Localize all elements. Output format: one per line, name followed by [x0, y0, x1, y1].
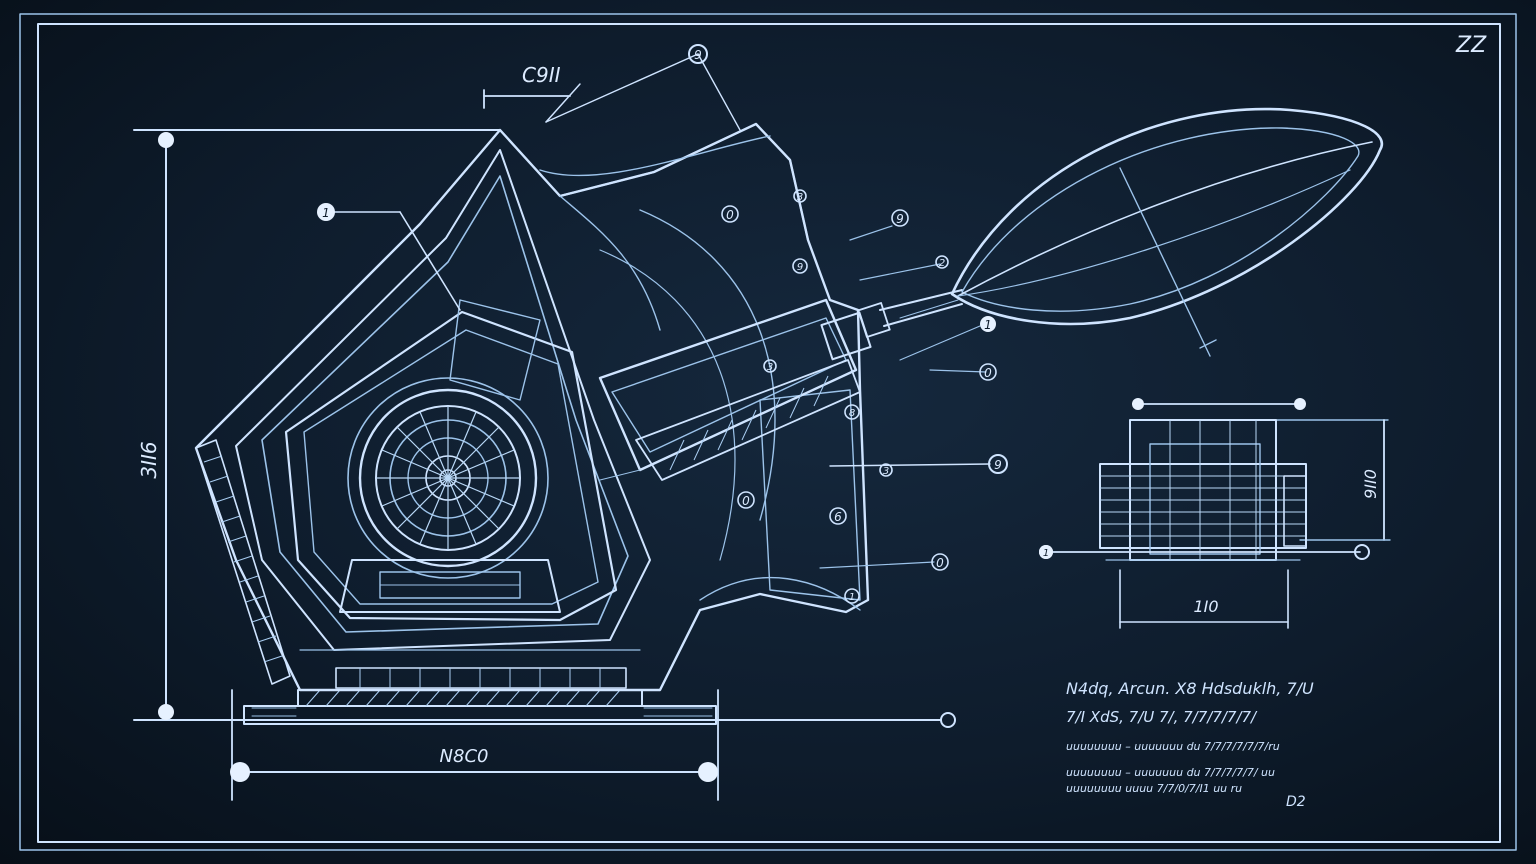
- note-line-1: N4dq, Arcun. X8 Hdsduklh, 7/U: [1066, 679, 1314, 698]
- note-line-6: D2: [1286, 794, 1306, 810]
- svg-text:0: 0: [984, 366, 992, 380]
- callouts: 1 9 0 3 9 9 2 1 0 3 8 3 9 0 6 0 1 1: [317, 44, 1053, 604]
- svg-text:3: 3: [797, 192, 803, 203]
- outer-border: [19, 13, 1517, 851]
- inner-border: [37, 23, 1501, 843]
- corner-mark: ZZ: [1455, 33, 1487, 58]
- svg-text:2: 2: [939, 258, 945, 269]
- svg-text:1: 1: [849, 592, 855, 603]
- shaft-arm: [598, 289, 963, 481]
- callout-9: 0: [979, 363, 997, 381]
- callout-5: 9: [792, 258, 808, 274]
- callout-17: 1: [844, 588, 860, 604]
- callout-6: 9: [891, 209, 909, 227]
- callout-16: 0: [931, 553, 949, 571]
- motor-rotor: [339, 299, 561, 613]
- note-line-3: uuuuuuuu – uuuuuuu du 7/7/7/7/7/7/ru: [1066, 740, 1280, 753]
- svg-text:9: 9: [694, 48, 702, 62]
- svg-text:6: 6: [834, 510, 842, 524]
- callout-12: 3: [879, 463, 893, 477]
- left-dimension-label: 3II6: [137, 441, 161, 478]
- note-line-4: uuuuuuuu – uuuuuuu du 7/7/7/7/7/ uu: [1066, 766, 1275, 779]
- svg-text:1: 1: [322, 206, 330, 220]
- callout-7: 2: [935, 255, 949, 269]
- svg-text:1: 1: [1043, 548, 1049, 559]
- svg-text:9: 9: [994, 458, 1002, 472]
- svg-text:9: 9: [896, 212, 904, 226]
- callout-18: 1: [1039, 545, 1053, 559]
- detail-width-label: 1I0: [1193, 597, 1218, 616]
- callout-3: 0: [721, 205, 739, 223]
- svg-text:0: 0: [936, 556, 944, 570]
- callout-2: 9: [688, 44, 708, 64]
- detail-view: 9II0 1I0: [1039, 398, 1391, 629]
- svg-text:3: 3: [767, 362, 773, 373]
- callout-1: 1: [317, 203, 335, 221]
- svg-text:8: 8: [849, 408, 855, 419]
- bottom-dimension: N8C0: [230, 689, 719, 801]
- callout-14: 0: [737, 491, 755, 509]
- svg-text:0: 0: [726, 208, 734, 222]
- callout-4: 3: [793, 189, 807, 203]
- callout-13: 9: [988, 454, 1008, 474]
- bottom-dimension-label: N8C0: [440, 746, 489, 767]
- callout-10: 3: [763, 359, 777, 373]
- svg-text:1: 1: [984, 318, 992, 332]
- base-plate: [243, 689, 717, 725]
- left-dimension: 3II6: [133, 129, 956, 728]
- top-dimension: C9II: [483, 63, 581, 123]
- note-line-5: uuuuuuuu uuuu 7/7/0/7/I1 uu ru: [1066, 782, 1242, 795]
- note-line-2: 7/I XdS, 7/U 7/, 7/7/7/7/7/: [1066, 708, 1258, 726]
- leader-lines: [329, 53, 991, 569]
- detail-height-label: 9II0: [1361, 469, 1380, 499]
- callout-8: 1: [980, 316, 996, 332]
- main-housing: [194, 122, 870, 692]
- callout-15: 6: [829, 507, 847, 525]
- callout-11: 8: [844, 404, 860, 420]
- title-block: N4dq, Arcun. X8 Hdsduklh, 7/U 7/I XdS, 7…: [1066, 679, 1314, 810]
- blade: [950, 107, 1383, 357]
- svg-text:9: 9: [797, 262, 803, 273]
- svg-text:0: 0: [742, 494, 750, 508]
- svg-text:3: 3: [883, 466, 889, 477]
- top-dimension-label: C9II: [522, 63, 561, 87]
